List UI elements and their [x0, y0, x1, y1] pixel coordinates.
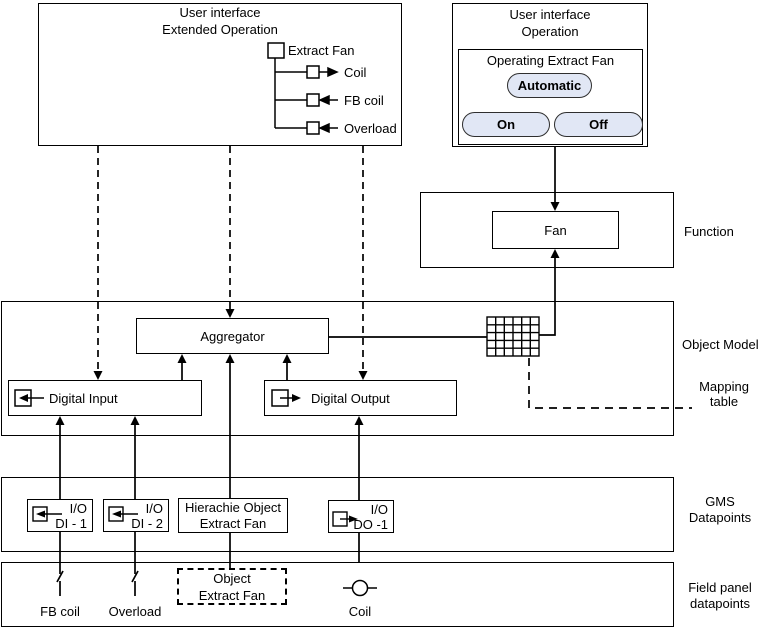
field-panel-label-line1: Field panel	[688, 580, 752, 595]
hierarchy-object-line2: Extract Fan	[199, 515, 267, 531]
io-do1-line1: I/O	[370, 502, 388, 517]
io-di1-line1: I/O	[69, 501, 87, 516]
io-do1-box: I/O DO -1	[328, 500, 394, 533]
io-do1-text: I/O DO -1	[353, 502, 388, 532]
digital-input-box: Digital Input	[8, 380, 202, 416]
overload-label: Overload	[108, 604, 162, 619]
off-button[interactable]: Off	[554, 112, 643, 137]
operation-title-line2: Operation	[521, 24, 579, 39]
hierarchy-object-line1: Hierachie Object	[184, 499, 282, 515]
io-di1-box: I/O DI - 1	[27, 499, 93, 532]
field-panel-band	[1, 562, 674, 627]
operation-title-line1: User interface	[509, 7, 591, 22]
object-extract-fan-line1: Object	[213, 570, 251, 586]
tree-item-coil[interactable]: Coil	[344, 65, 367, 80]
io-di1-line2: DI - 1	[55, 516, 87, 531]
fb-coil-label: FB coil	[40, 604, 80, 619]
automatic-button[interactable]: Automatic	[507, 73, 592, 98]
digital-output-label: Digital Output	[311, 391, 390, 406]
object-extract-fan-line2: Extract Fan	[198, 587, 266, 603]
digital-output-box: Digital Output	[264, 380, 457, 416]
mapping-table-label-line2: table	[709, 394, 739, 409]
tree-item-fb-coil[interactable]: FB coil	[344, 93, 384, 108]
tree-item-overload[interactable]: Overload	[344, 121, 397, 136]
field-panel-label-line2: datapoints	[690, 596, 750, 611]
mapping-table-label: Mapping table	[688, 379, 760, 409]
hierarchy-object-box: Hierachie Object Extract Fan	[178, 498, 288, 533]
extended-operation-title-line2: Extended Operation	[162, 22, 278, 37]
io-di2-line2: DI - 2	[131, 516, 163, 531]
function-label: Function	[684, 224, 734, 239]
gms-label-line1: GMS	[705, 494, 735, 509]
tree-item-extract-fan[interactable]: Extract Fan	[288, 43, 355, 58]
extended-operation-title: User interface Extended Operation	[38, 4, 402, 38]
coil-label: Coil	[348, 604, 372, 619]
extended-operation-title-line1: User interface	[179, 5, 261, 20]
field-panel-label: Field panel datapoints	[674, 580, 766, 612]
gms-datapoints-label: GMS Datapoints	[676, 494, 764, 526]
operation-title: User interface Operation	[452, 6, 648, 40]
object-extract-fan-dashed-box: Object Extract Fan	[177, 568, 287, 605]
fan-box: Fan	[492, 211, 619, 249]
io-di2-box: I/O DI - 2	[103, 499, 169, 532]
extended-operation-window	[38, 3, 402, 146]
io-do1-line2: DO -1	[353, 517, 388, 532]
digital-input-label: Digital Input	[49, 391, 118, 406]
io-di1-text: I/O DI - 1	[55, 501, 87, 531]
gms-label-line2: Datapoints	[688, 510, 752, 525]
io-di2-text: I/O DI - 2	[131, 501, 163, 531]
aggregator-box: Aggregator	[136, 318, 329, 354]
mapping-table-label-line1: Mapping	[699, 379, 749, 394]
operating-extract-fan-title: Operating Extract Fan	[486, 53, 615, 68]
object-model-label: Object Model	[682, 337, 759, 352]
on-button[interactable]: On	[462, 112, 550, 137]
io-di2-line1: I/O	[145, 501, 163, 516]
